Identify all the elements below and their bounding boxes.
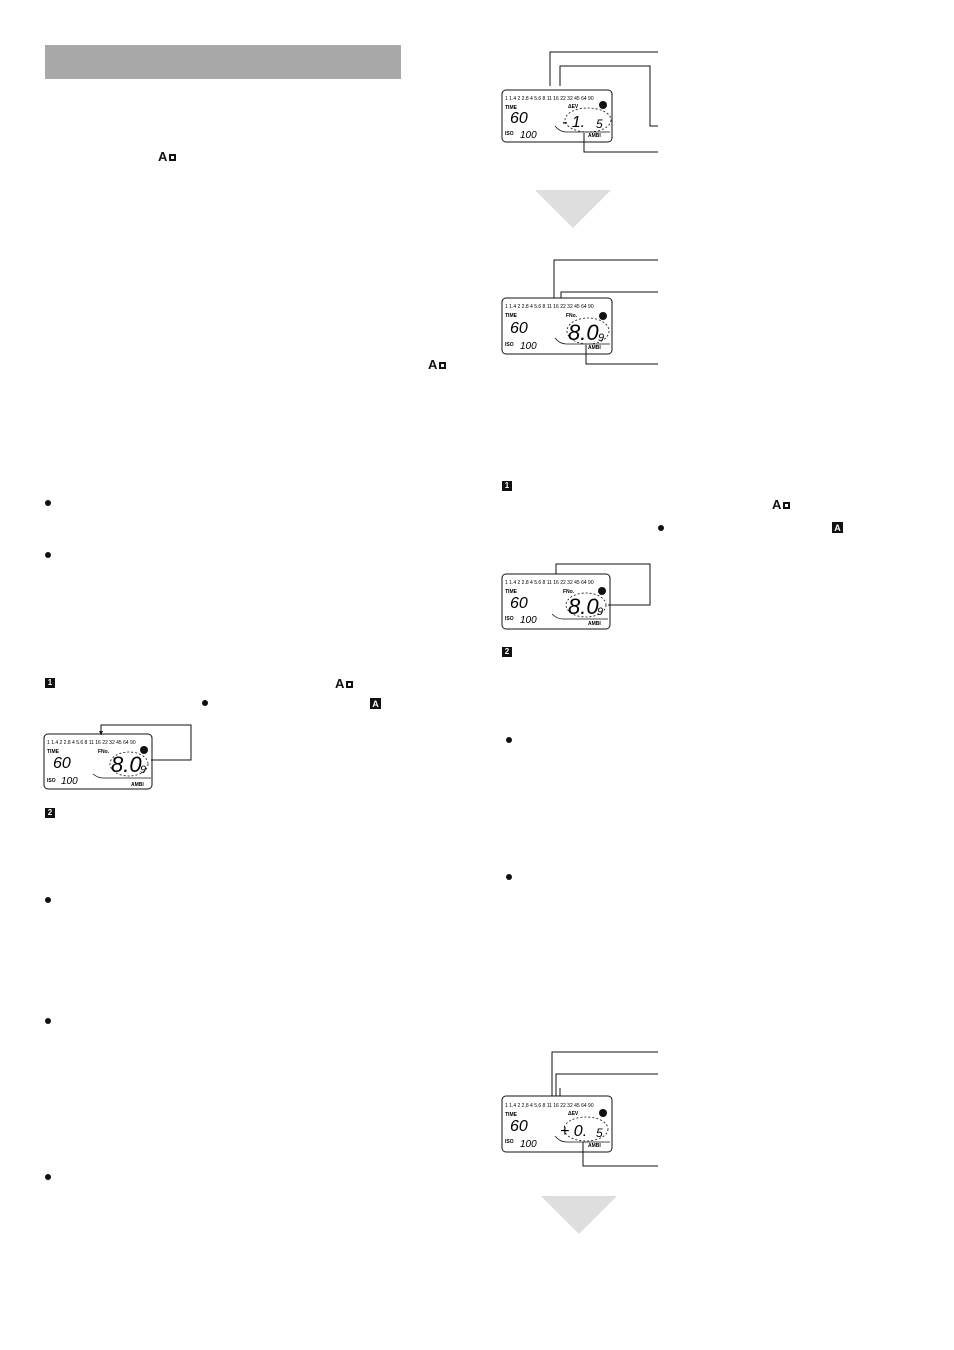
- a-star-symbol: A: [335, 677, 354, 691]
- svg-text:1 1.4 2 2.8 4 5.6 8 11 16 22 3: 1 1.4 2 2.8 4 5.6 8 11 16 22 32 45 64 90: [505, 1103, 594, 1109]
- svg-text:FNo.: FNo.: [98, 749, 110, 755]
- bullet-icon: [45, 1018, 51, 1024]
- a-filled-symbol: A: [832, 522, 843, 533]
- a-star-symbol: A: [158, 150, 177, 164]
- svg-text:TIME: TIME: [505, 105, 518, 111]
- lcd-display-ev-plus: 1 1.4 2 2.8 4 5.6 8 11 16 22 32 45 64 90…: [501, 1051, 658, 1167]
- svg-text:100: 100: [520, 341, 537, 352]
- bullet-icon: [506, 874, 512, 880]
- svg-text:1 1.4 2 2.8 4 5.6 8 11 16 22 3: 1 1.4 2 2.8 4 5.6 8 11 16 22 32 45 64 90: [505, 580, 594, 586]
- svg-text:AMBI: AMBI: [588, 133, 601, 139]
- bullet-icon: [45, 897, 51, 903]
- bullet-icon: [658, 525, 664, 531]
- svg-text:ΔEV: ΔEV: [568, 104, 579, 110]
- step-2-marker: 2: [45, 808, 55, 818]
- svg-text:60: 60: [510, 1118, 528, 1135]
- svg-text:100: 100: [520, 130, 537, 141]
- svg-text:ISO: ISO: [505, 1139, 514, 1145]
- svg-text:TIME: TIME: [505, 589, 518, 595]
- svg-text:ISO: ISO: [505, 131, 514, 137]
- bullet-icon: [45, 500, 51, 506]
- step-2-marker: 2: [502, 647, 512, 657]
- svg-text:5: 5: [596, 117, 603, 131]
- lcd-display-fnumber: 1 1.4 2 2.8 4 5.6 8 11 16 22 32 45 64 90…: [43, 724, 192, 790]
- svg-text:TIME: TIME: [505, 1112, 518, 1118]
- svg-text:ISO: ISO: [505, 616, 514, 622]
- svg-text:TIME: TIME: [47, 749, 60, 755]
- svg-text:100: 100: [520, 615, 537, 626]
- svg-text:FNo.: FNo.: [563, 589, 575, 595]
- down-arrow-icon: [535, 190, 611, 228]
- svg-text:ISO: ISO: [47, 778, 56, 784]
- svg-text:AMBI: AMBI: [588, 345, 601, 351]
- star-box-icon: [439, 361, 447, 369]
- a-star-symbol: A: [772, 498, 791, 512]
- step-1-marker: 1: [45, 678, 55, 688]
- svg-text:- 1.: - 1.: [562, 114, 585, 131]
- svg-text:100: 100: [61, 776, 78, 787]
- svg-text:AMBI: AMBI: [588, 621, 601, 627]
- svg-text:AMBI: AMBI: [588, 1143, 601, 1149]
- svg-text:100: 100: [520, 1139, 537, 1150]
- svg-text:60: 60: [53, 755, 71, 772]
- bullet-icon: [45, 1174, 51, 1180]
- lcd-display-fnumber: 1 1.4 2 2.8 4 5.6 8 11 16 22 32 45 64 90…: [501, 259, 658, 365]
- down-arrow-icon: [541, 1196, 617, 1234]
- svg-text:5: 5: [596, 1126, 603, 1140]
- step-1-marker: 1: [502, 481, 512, 491]
- svg-text:9: 9: [140, 764, 146, 776]
- svg-text:1 1.4 2 2.8 4 5.6 8 11 16 22 3: 1 1.4 2 2.8 4 5.6 8 11 16 22 32 45 64 90: [505, 96, 594, 102]
- star-box-icon: [783, 501, 791, 509]
- bullet-icon: [45, 552, 51, 558]
- svg-text:+ 0.: + 0.: [560, 1123, 587, 1140]
- svg-text:TIME: TIME: [505, 313, 518, 319]
- svg-text:FNo.: FNo.: [566, 313, 578, 319]
- svg-text:60: 60: [510, 110, 528, 127]
- svg-text:ΔEV: ΔEV: [568, 1111, 579, 1117]
- svg-text:1 1.4 2 2.8 4 5.6 8 11 16 22 3: 1 1.4 2 2.8 4 5.6 8 11 16 22 32 45 64 90: [47, 740, 136, 746]
- lcd-display-fnumber: 1 1.4 2 2.8 4 5.6 8 11 16 22 32 45 64 90…: [501, 563, 651, 630]
- star-box-icon: [346, 680, 354, 688]
- svg-text:AMBI: AMBI: [131, 782, 144, 788]
- bullet-icon: [506, 737, 512, 743]
- svg-text:60: 60: [510, 595, 528, 612]
- svg-text:60: 60: [510, 320, 528, 337]
- star-box-icon: [169, 153, 177, 161]
- a-star-symbol: A: [428, 358, 447, 372]
- lcd-display-ev-minus: 1 1.4 2 2.8 4 5.6 8 11 16 22 32 45 64 90…: [501, 51, 658, 153]
- bullet-icon: [202, 700, 208, 706]
- svg-text:8.0: 8.0: [568, 594, 599, 619]
- svg-text:8.0: 8.0: [111, 752, 142, 777]
- section-header-bar: [45, 45, 401, 79]
- svg-text:ISO: ISO: [505, 342, 514, 348]
- a-filled-symbol: A: [370, 698, 381, 709]
- svg-text:9: 9: [598, 332, 604, 344]
- svg-text:9: 9: [597, 606, 603, 618]
- svg-text:8.0: 8.0: [568, 320, 599, 345]
- svg-text:1 1.4 2 2.8 4 5.6 8 11 16 22 3: 1 1.4 2 2.8 4 5.6 8 11 16 22 32 45 64 90: [505, 304, 594, 310]
